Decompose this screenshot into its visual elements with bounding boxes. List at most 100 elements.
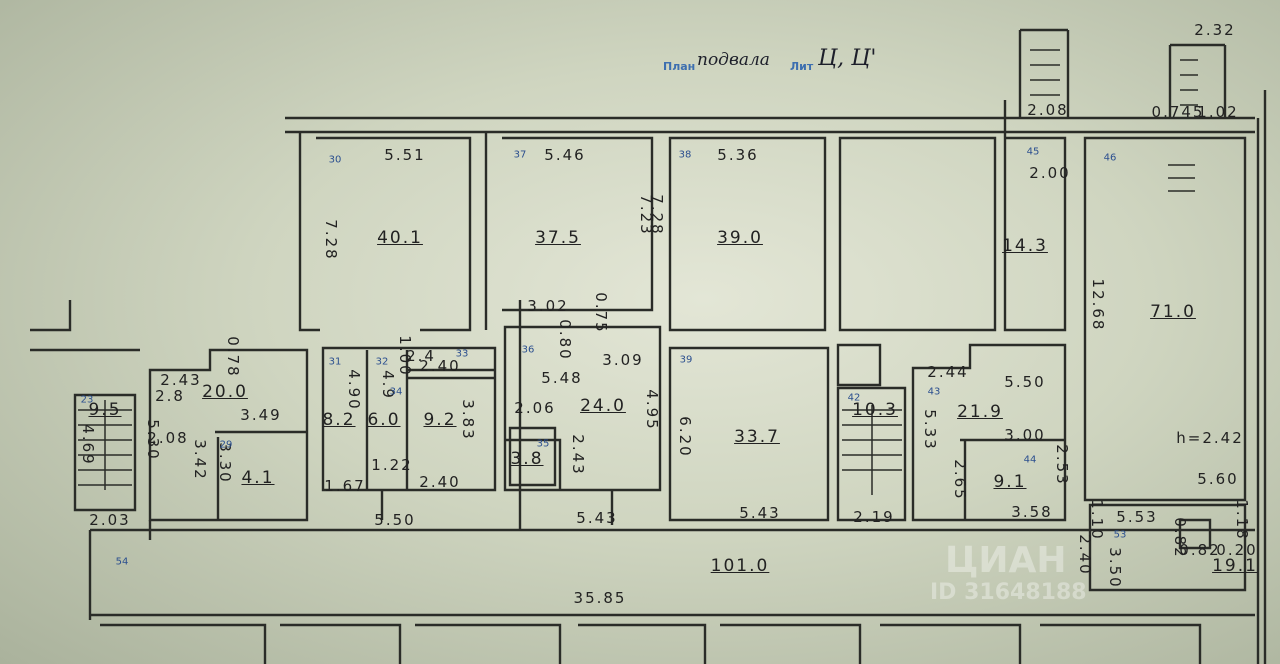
lit-value: Ц, Ц': [818, 46, 877, 71]
dimension-label: 5.48: [541, 369, 583, 387]
room-number-label: 36: [521, 344, 535, 356]
dimension-label: 3.02: [527, 297, 569, 315]
dimension-label: 0.745: [1151, 103, 1205, 121]
dimension-label: 2.40: [1076, 534, 1094, 576]
dimension-label: 2.4: [406, 347, 436, 365]
dimension-label: 7.28: [322, 219, 340, 261]
room-area-label: 24.0: [580, 396, 626, 416]
dimension-label: h=2.42: [1176, 429, 1244, 447]
dimension-label: 35.85: [573, 589, 627, 607]
dimension-label: 2.19: [853, 508, 895, 526]
dimension-label: 2.53: [1053, 444, 1071, 486]
dimension-label: 5.46: [544, 146, 586, 164]
dimension-label: 2.00: [1029, 164, 1071, 182]
dimension-label: 2.40: [419, 473, 461, 491]
plan-label: План: [663, 60, 696, 73]
room-area-label: 14.3: [1002, 236, 1048, 256]
room-number-label: 34: [389, 386, 403, 398]
dimension-label: 1.18: [1233, 499, 1251, 541]
room-number-label: 54: [115, 556, 129, 568]
room-area-label: 101.0: [710, 556, 770, 576]
dimension-label: 3.00: [1004, 426, 1046, 444]
dimension-label: 5.60: [1197, 470, 1239, 488]
dimension-label: 5.51: [384, 146, 426, 164]
dimension-label: 3.83: [459, 399, 477, 441]
dimension-label: 0.82: [1171, 517, 1189, 559]
dimension-label: 3.42: [191, 439, 209, 481]
dimension-label: 0.78: [224, 336, 242, 378]
room-number-label: 53: [1113, 529, 1127, 541]
dimension-label: 2.08: [147, 429, 189, 447]
room-area-label: 19.1: [1212, 556, 1258, 576]
room-area-label: 37.5: [535, 228, 581, 248]
room-area-label: 9.2: [423, 410, 457, 430]
dimension-label: 2.65: [951, 459, 969, 501]
room-number-label: 44: [1023, 454, 1037, 466]
room-number-label: 33: [455, 348, 469, 360]
room-number-label: 30: [328, 154, 342, 166]
room-number-label: 38: [678, 149, 692, 161]
dimension-label: 2.8: [155, 387, 185, 405]
room-number-label: 29: [219, 439, 233, 451]
room-area-label: 20.0: [202, 382, 248, 402]
plan-type: подвала: [697, 50, 770, 70]
dimension-label: 2.03: [89, 511, 131, 529]
room-number-label: 31: [328, 356, 342, 368]
room-area-label: 40.1: [377, 228, 423, 248]
dimension-label: 2.44: [927, 363, 969, 381]
dimension-label: 2.43: [569, 434, 587, 476]
dimension-label: 5.43: [739, 504, 781, 522]
room-area-label: 6.0: [367, 410, 401, 430]
room-number-label: 43: [927, 386, 941, 398]
room-area-label: 4.1: [241, 468, 275, 488]
dimension-label: 6.20: [676, 416, 694, 458]
dimension-label: 12.68: [1089, 278, 1107, 332]
dimension-label: 0.20: [1216, 541, 1258, 559]
dimension-label: 3.49: [240, 406, 282, 424]
dimension-label: 5.50: [374, 511, 416, 529]
room-area-label: 8.2: [322, 410, 356, 430]
room-area-label: 21.9: [957, 402, 1003, 422]
room-area-label: 10.3: [852, 400, 898, 420]
dimension-label: 1.22: [371, 456, 413, 474]
room-number-label: 35: [536, 438, 550, 450]
dimension-label: 1.67: [324, 477, 366, 495]
dimension-label: 3.09: [602, 351, 644, 369]
room-number-label: 23: [80, 394, 94, 406]
room-area-label: 9.1: [993, 472, 1027, 492]
dimension-label: 4.95: [643, 389, 661, 431]
dimension-label: 5.50: [1004, 373, 1046, 391]
dimension-label: 4.69: [79, 424, 97, 466]
dimension-label: 2.32: [1194, 21, 1236, 39]
dimension-label: 2.06: [514, 399, 556, 417]
dimension-label: 2.43: [160, 371, 202, 389]
watermark-brand: ЦИАН: [945, 540, 1067, 581]
dimension-label: 3.50: [1106, 547, 1124, 589]
dimension-label: 1.02: [1197, 103, 1239, 121]
room-area-label: 9.5: [88, 400, 122, 420]
room-area-label: 39.0: [717, 228, 763, 248]
room-number-label: 39: [679, 354, 693, 366]
dimension-label: 5.30: [144, 419, 162, 461]
lit-label: Лит: [790, 60, 814, 73]
room-number-label: 32: [375, 356, 389, 368]
dimension-label: 5.43: [576, 509, 618, 527]
room-number-label: 45: [1026, 146, 1040, 158]
dimension-label: 0.82: [1179, 541, 1221, 559]
dimension-label: 5.36: [717, 146, 759, 164]
dimension-label: 2.40: [419, 357, 461, 375]
dimension-label: 7.23: [637, 194, 655, 236]
dimension-label: 2.08: [1027, 101, 1069, 119]
dimension-label: 0.75: [592, 292, 610, 334]
dimension-label: 5.33: [921, 409, 939, 451]
room-number-label: 46: [1103, 152, 1117, 164]
dimension-label: 5.53: [1116, 508, 1158, 526]
dimension-label: 4.90: [345, 369, 363, 411]
room-number-label: 37: [513, 149, 527, 161]
room-area-label: 33.7: [734, 427, 780, 447]
room-number-label: 42: [847, 392, 861, 404]
dimension-label: 0.80: [556, 319, 574, 361]
watermark-id: ID 31648188: [930, 580, 1087, 605]
room-area-label: 71.0: [1150, 302, 1196, 322]
